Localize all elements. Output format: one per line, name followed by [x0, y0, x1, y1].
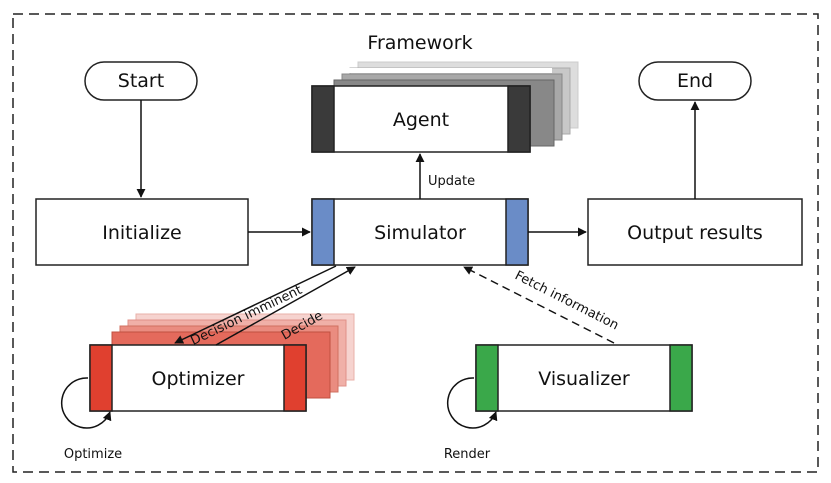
- optimizer-right-bar: [283, 344, 307, 412]
- simulator-node[interactable]: Simulator: [311, 198, 529, 266]
- edge-label-fetch-information: Fetch information: [512, 268, 621, 333]
- visualizer-label: Visualizer: [538, 368, 630, 390]
- start-node[interactable]: Start: [84, 61, 198, 101]
- initialize-label: Initialize: [102, 222, 182, 244]
- loop-label-optimize: Optimize: [64, 447, 122, 462]
- visualizer-right-bar: [669, 344, 693, 412]
- optimizer-left-bar: [89, 344, 113, 412]
- end-node[interactable]: End: [638, 61, 752, 101]
- framework-title: Framework: [367, 32, 472, 54]
- optimizer-node[interactable]: Optimizer: [89, 313, 355, 412]
- optimizer-label: Optimizer: [151, 368, 244, 390]
- arrow-decision-imminent: [174, 265, 337, 344]
- arrow-fetch-information: [463, 266, 615, 344]
- simulator-left-bar: [311, 198, 335, 266]
- edge-label-update: Update: [428, 174, 475, 189]
- simulator-label: Simulator: [374, 222, 466, 244]
- agent-node[interactable]: Agent: [311, 61, 579, 153]
- visualizer-node[interactable]: Visualizer: [475, 344, 693, 412]
- agent-label: Agent: [393, 109, 449, 131]
- arrow-decide: [215, 266, 356, 346]
- agent-right-bar: [507, 85, 531, 153]
- framework-boundary: [12, 13, 819, 473]
- simulator-right-bar: [505, 198, 529, 266]
- initialize-node[interactable]: Initialize: [35, 198, 249, 266]
- agent-left-bar: [311, 85, 335, 153]
- visualizer-left-bar: [475, 344, 499, 412]
- render-loop: Render: [444, 377, 498, 462]
- output-results-node[interactable]: Output results: [587, 198, 803, 266]
- optimize-loop: Optimize: [60, 377, 122, 462]
- loop-label-render: Render: [444, 447, 491, 462]
- output-results-label: Output results: [627, 222, 763, 244]
- start-label: Start: [118, 70, 164, 92]
- end-label: End: [677, 70, 713, 92]
